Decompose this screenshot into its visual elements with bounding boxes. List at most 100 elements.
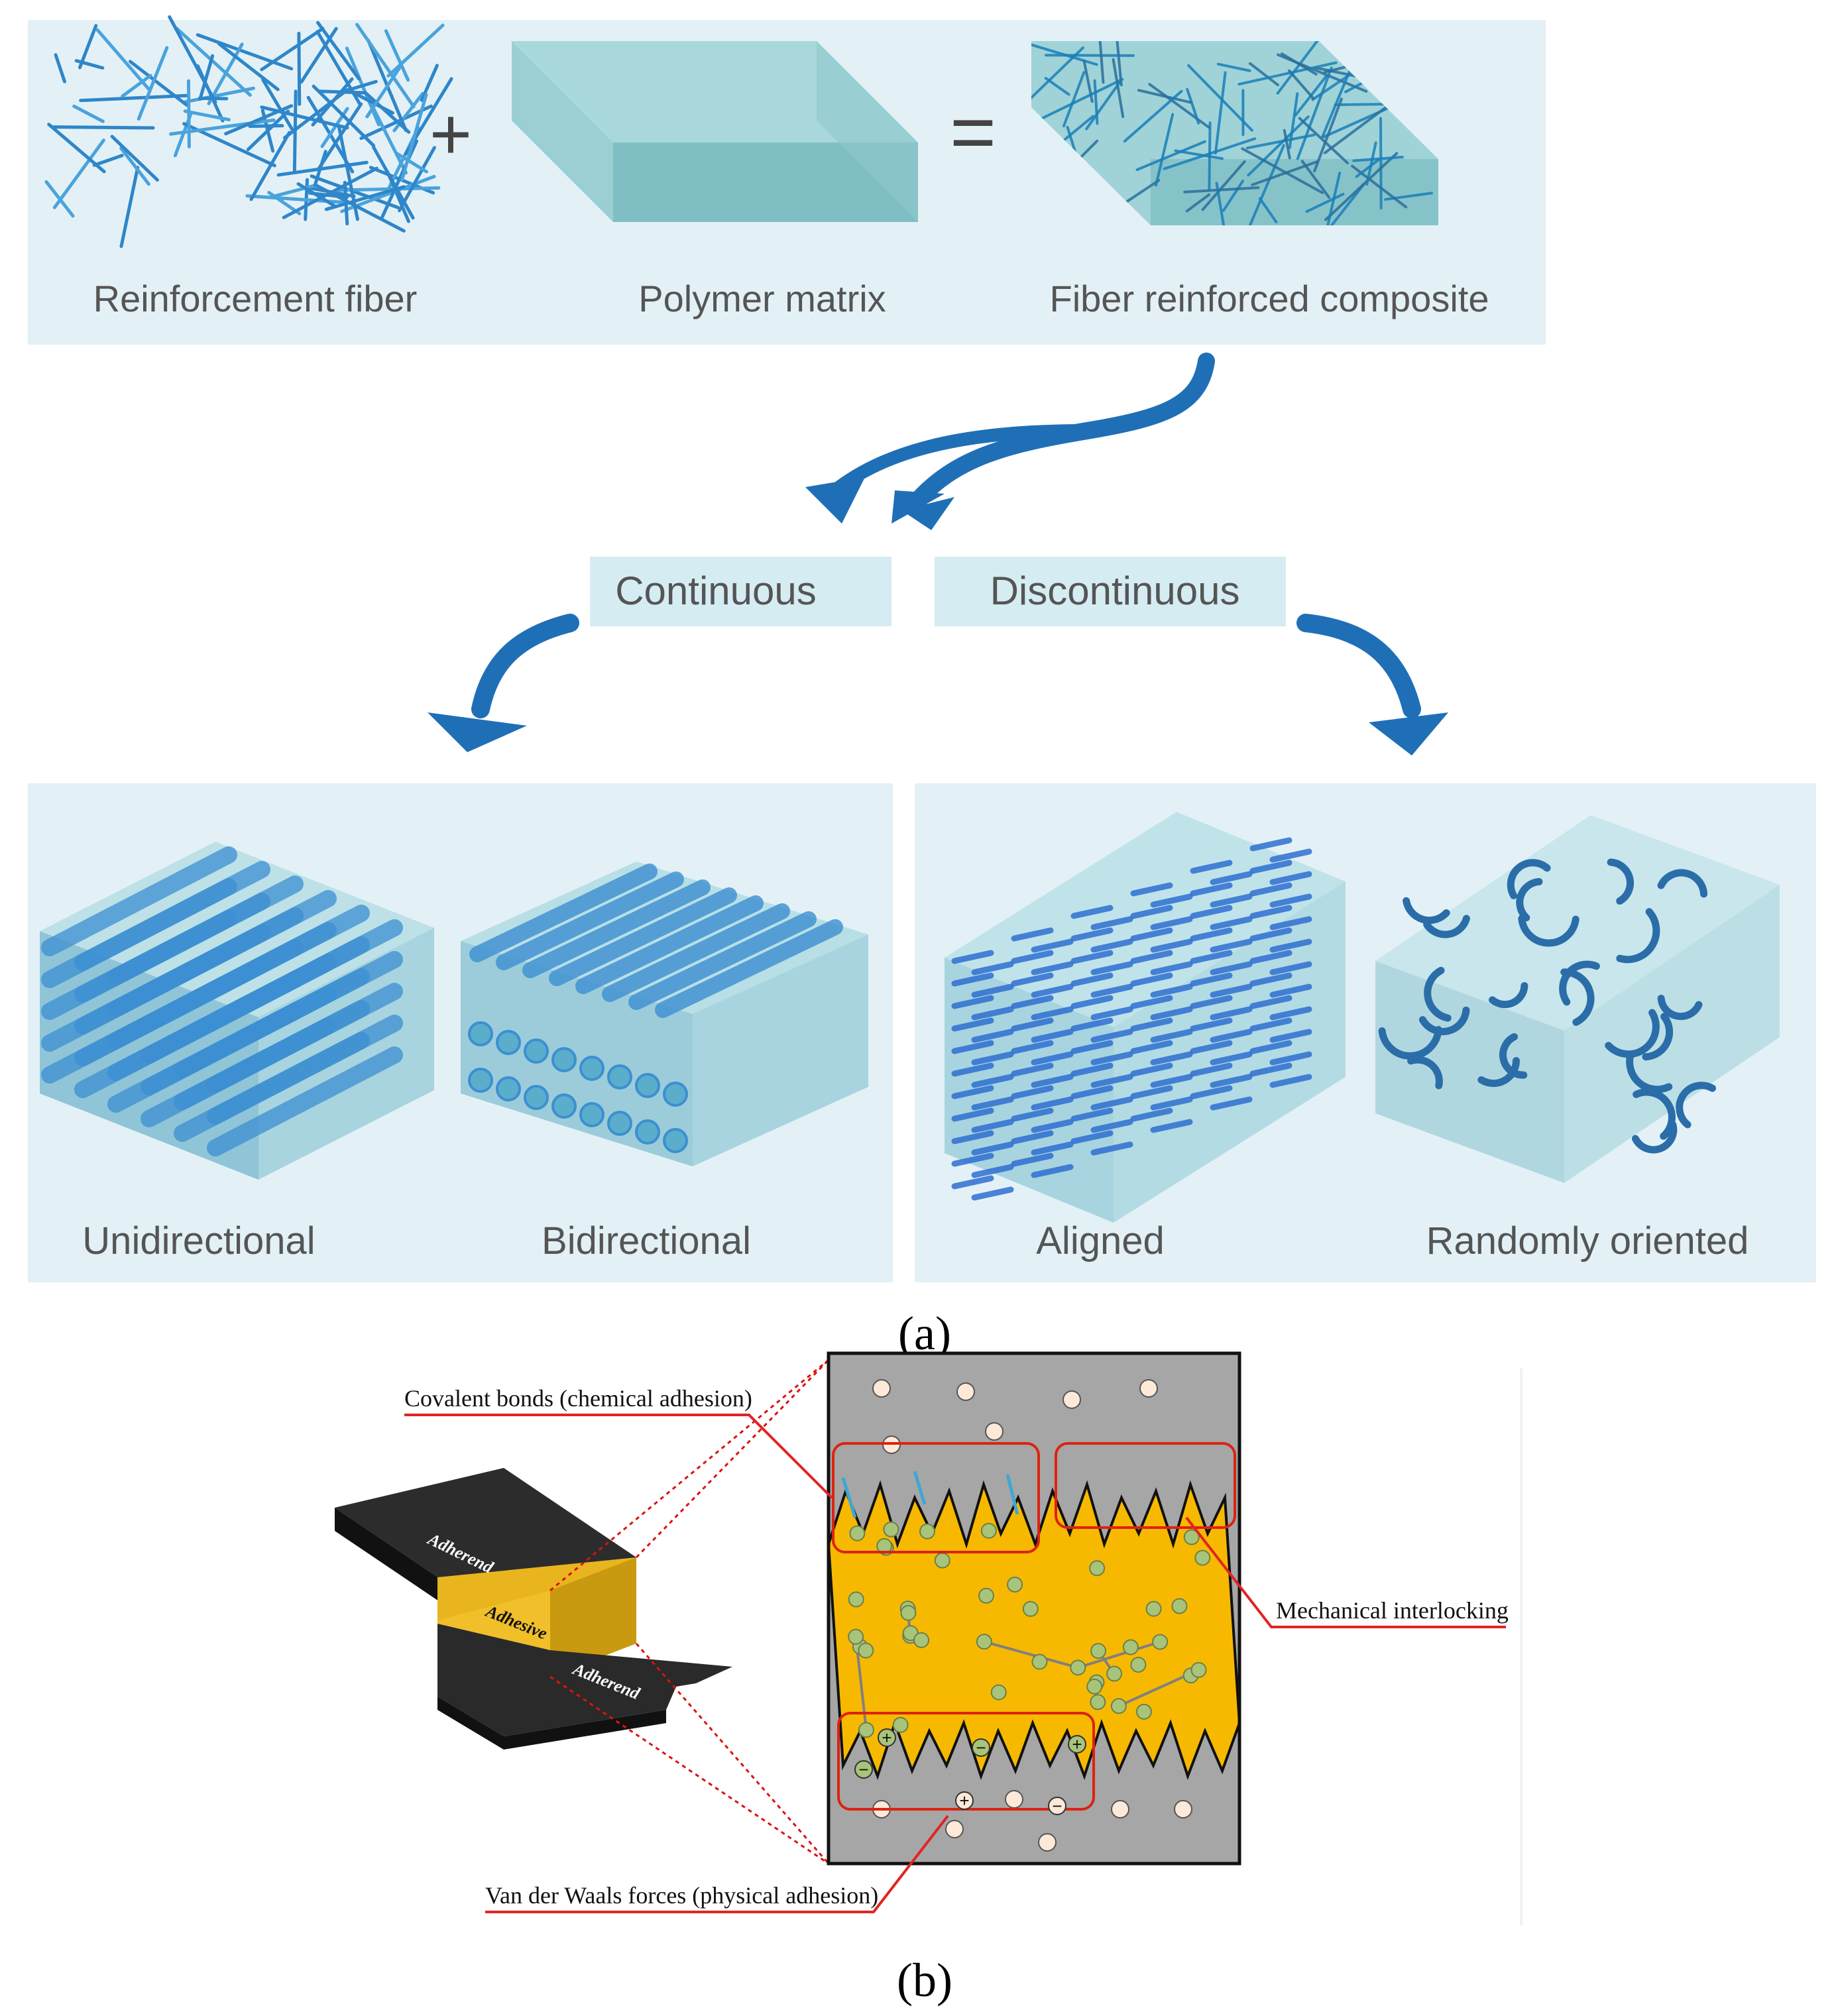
adherend-particle <box>945 1820 964 1838</box>
polymer-node <box>919 1523 936 1540</box>
aligned-fiber <box>1070 1040 1114 1054</box>
aligned-fiber <box>1090 1006 1133 1021</box>
fiber-strand <box>1322 172 1342 225</box>
polymer-node <box>1086 1678 1103 1695</box>
arrow-head-continuous <box>805 477 865 524</box>
polymer-node <box>980 1522 997 1539</box>
random-fiber <box>1642 1013 1674 1061</box>
bidirectional-rod <box>549 887 737 986</box>
aligned-fiber <box>1249 882 1293 897</box>
fiber-strand <box>119 146 150 186</box>
random-fiber <box>1633 1088 1676 1140</box>
panel-a: + = Reinforcement fiber Polymer matrix F… <box>28 15 1816 1360</box>
fiber-strand <box>1300 160 1331 199</box>
random-fiber <box>1626 1050 1673 1093</box>
panel-b: Adherend Adhesive Adherend + − <box>335 1351 1523 2007</box>
fiber-strand <box>1313 97 1343 173</box>
adherend-particle <box>1038 1833 1057 1852</box>
bidirectional-rod-end <box>663 1128 688 1153</box>
bidirectional-rod-end <box>635 1073 660 1098</box>
aligned-fiber <box>1249 950 1293 964</box>
fiber-strand <box>169 118 276 136</box>
fiber-strand <box>168 15 217 104</box>
adhesive-layer <box>829 1480 1239 1781</box>
aligned-fiber <box>1011 1040 1054 1054</box>
aligned-label: Aligned <box>1036 1219 1164 1262</box>
fiber-strand <box>128 60 189 107</box>
adherend-particle <box>872 1379 891 1398</box>
aligned-fiber <box>971 961 1014 976</box>
bidirectional-rod-end <box>551 1093 577 1119</box>
adherend-particle <box>1005 1790 1023 1809</box>
bidirectional-rod <box>496 871 684 970</box>
fiber-strand <box>365 64 403 119</box>
svg-text:+: + <box>959 1791 969 1811</box>
zoom-lines <box>549 1359 830 1865</box>
fiber-strand <box>1163 137 1257 170</box>
callout-leaders <box>404 1414 1506 1913</box>
aligned-block-icon <box>945 812 1346 1223</box>
polymer-node <box>1031 1653 1048 1670</box>
branch-arrows <box>829 353 1215 512</box>
fiber-strand <box>324 185 406 211</box>
polymer-node <box>849 1525 866 1541</box>
polymer-node <box>848 1591 864 1608</box>
bidirectional-rod-end <box>607 1064 632 1090</box>
plus-charge-2: + <box>1068 1734 1086 1754</box>
fiber-strand <box>394 151 429 174</box>
aligned-fiber <box>1190 972 1233 987</box>
fiber-strand <box>1112 58 1125 119</box>
fiber-strand <box>1247 144 1285 225</box>
aligned-fiber <box>1150 1096 1193 1111</box>
aligned-fiber <box>1031 1141 1074 1156</box>
fiber-strand <box>79 93 188 103</box>
polymer-node <box>900 1604 917 1621</box>
polymer-node <box>883 1521 899 1538</box>
aligned-fiber <box>1210 916 1253 930</box>
polymer-node <box>913 1632 930 1648</box>
fiber-strand <box>1045 54 1135 57</box>
polymer-node <box>1130 1656 1147 1673</box>
random-fiber <box>1657 869 1708 898</box>
random-fiber <box>1477 1057 1520 1088</box>
fiber-strand <box>246 109 290 152</box>
random-fiber <box>1424 966 1452 1022</box>
mechanical-callout: Mechanical interlocking <box>1276 1597 1509 1624</box>
aligned-fiber <box>1130 1017 1173 1032</box>
fiber-strand <box>110 135 159 182</box>
bidirectional-rod-end <box>524 1085 549 1110</box>
adherend-particle <box>1063 1390 1081 1409</box>
fiber-strand <box>1135 140 1206 172</box>
aligned-fiber <box>1190 1040 1233 1054</box>
minus-charge-3: − <box>1048 1796 1066 1816</box>
charge-markers: + − − + + − <box>854 1728 1086 1816</box>
fiber-strand <box>1098 41 1105 84</box>
aligned-fiber <box>1070 905 1114 919</box>
aligned-fiber <box>1130 927 1173 942</box>
aligned-fiber <box>1070 972 1114 987</box>
polymer-node <box>1090 1694 1106 1710</box>
aligned-fiber <box>1090 983 1133 998</box>
aligned-fiber <box>971 1096 1014 1111</box>
aligned-fiber <box>1130 1107 1173 1122</box>
fiber-strand <box>1185 193 1210 213</box>
aligned-fiber <box>1070 995 1114 1009</box>
aligned-fiber <box>951 1130 994 1145</box>
panel-a-caption: (a) <box>898 1307 951 1360</box>
polymer-node <box>858 1642 874 1659</box>
aligned-fiber <box>1090 1029 1133 1043</box>
aligned-fiber <box>1130 995 1173 1009</box>
polymer-node <box>1171 1598 1188 1614</box>
adherend-particle <box>1174 1800 1192 1819</box>
unidirectional-rod <box>41 942 237 1052</box>
unidirectional-rod <box>207 1046 403 1156</box>
fiber-strand <box>1183 186 1260 194</box>
aligned-fiber <box>1011 972 1054 987</box>
fiber-reinforced-composite-icon <box>1031 41 1438 225</box>
fiber-strand <box>182 86 255 104</box>
random-fiber <box>1499 1033 1528 1079</box>
aligned-fiber <box>1190 1062 1233 1077</box>
panel-b-caption: (b) <box>897 1954 952 2007</box>
fiber-strand <box>1062 71 1086 128</box>
covalent-bond <box>1006 1474 1019 1515</box>
